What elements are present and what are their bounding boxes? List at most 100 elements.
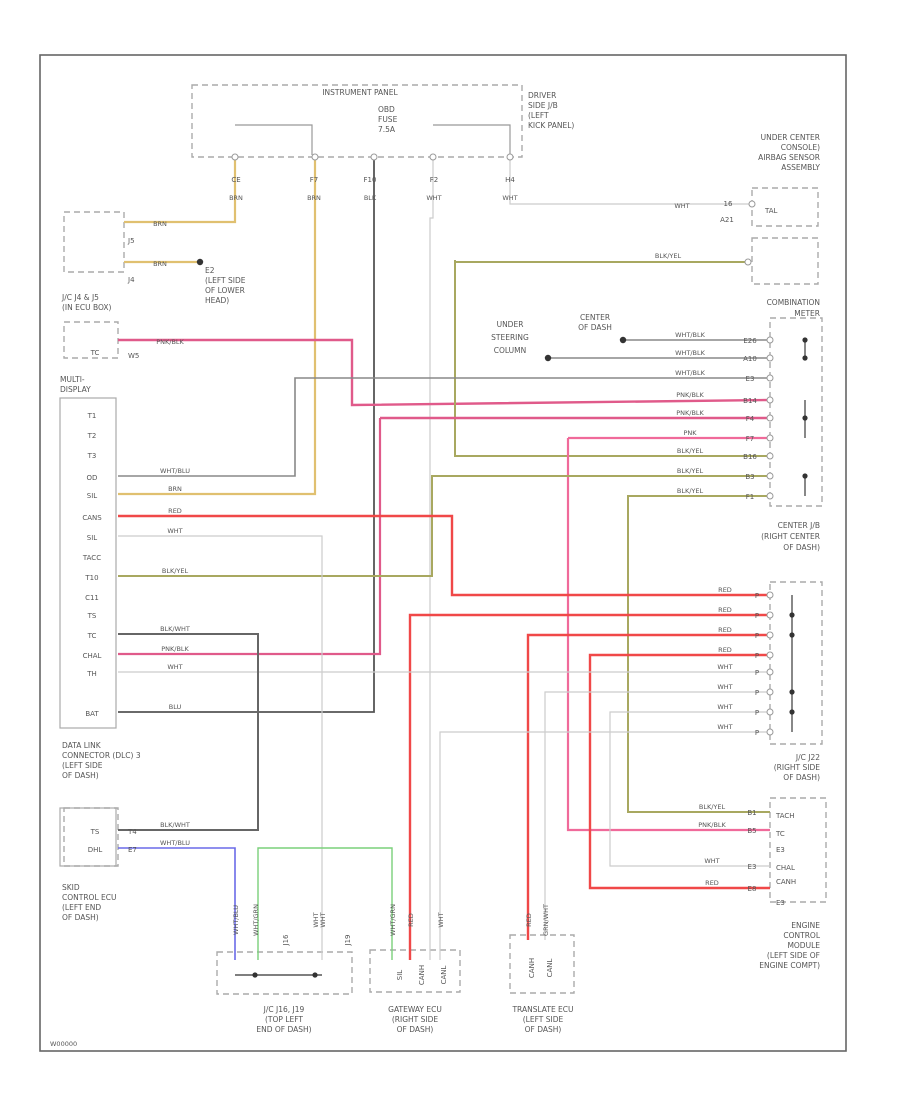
wire-brn-f7 <box>118 158 317 496</box>
translate-ecu-label: (LEFT SIDE <box>523 1015 564 1024</box>
under-steering-column-label: STEERING <box>491 333 529 342</box>
fuse-pin-label: F2 <box>430 176 438 184</box>
ecm-pin-label: E8 <box>748 885 757 893</box>
md-pin-label: SIL <box>87 534 98 542</box>
meter-pin-terminal <box>766 414 774 422</box>
meter-pin-label: A10 <box>743 355 757 363</box>
cj-pin-label: P <box>755 689 759 697</box>
md-wire-label: BLK/YEL <box>162 567 189 575</box>
ts-wire-label: PNK/BLK <box>156 338 184 346</box>
gateway-ecu-label: (RIGHT SIDE <box>392 1015 439 1024</box>
splice-dot <box>802 473 808 479</box>
meter-pin-terminal <box>766 434 774 442</box>
md-pin-label: BAT <box>85 710 99 718</box>
skid-ecu-label: OF DASH) <box>62 913 99 922</box>
under-steering-column-label: COLUMN <box>494 346 527 355</box>
cj-pin-terminal <box>766 668 774 676</box>
jc-j4-j5-label: (IN ECU BOX) <box>62 303 112 312</box>
bottom-wire-label: WHT <box>319 912 327 927</box>
wire-red-ecm <box>588 653 770 890</box>
wire-color-label: BRN <box>153 220 167 228</box>
ground-e2-label: (LEFT SIDE <box>205 276 246 285</box>
md-wire-label: BLU <box>169 703 182 711</box>
jc-j4-j5-label: J/C J4 & J5 <box>61 293 99 302</box>
ecm-pin-label: E3 <box>748 863 757 871</box>
under-steering-column-label: UNDER <box>497 320 524 329</box>
ecm-label: ENGINE COMPT) <box>759 961 820 970</box>
ecm-label: (LEFT SIDE OF <box>767 951 820 960</box>
wire-wht-cj-4 <box>439 731 770 960</box>
dlc3-label: CONNECTOR (DLC) 3 <box>62 751 141 760</box>
center-of-dash-label: CENTER <box>580 313 610 322</box>
ecm-term-label: E3 <box>776 899 785 907</box>
md-wire-label: WHT <box>167 663 182 671</box>
meter-wire-label: WHT/BLK <box>675 369 706 377</box>
bottom-wire-label: WHT/GRN <box>252 904 260 936</box>
bottom-wire-label: WHT/GRN <box>389 904 397 936</box>
cj-pin-terminal <box>766 611 774 619</box>
gateway-term-label: CANH <box>418 965 426 985</box>
skid-ecu-box <box>63 807 119 867</box>
wire-blkyel-tacc <box>118 475 770 577</box>
splice-dot <box>252 972 258 978</box>
doc-id-label: W00000 <box>50 1040 77 1048</box>
gateway-ecu-label: OF DASH) <box>397 1025 434 1034</box>
fuse-box-title: INSTRUMENT PANEL <box>322 88 398 97</box>
md-pin-label: T10 <box>84 574 98 582</box>
gateway-term-label: SIL <box>396 970 404 981</box>
wire-red-cans <box>118 514 770 597</box>
airbag-terminal <box>748 200 756 208</box>
wire-blu-skid <box>118 847 236 960</box>
bottom-wire-label: WHT/BLU <box>232 905 240 935</box>
meter-wire-label: BLK/YEL <box>677 487 704 495</box>
meter-wire-label: PNK <box>683 429 697 437</box>
splice-dot <box>789 689 795 695</box>
airbag-sensor-label: UNDER CENTER <box>761 133 820 142</box>
translate-ecu-label: OF DASH) <box>525 1025 562 1034</box>
md-wire-label: BLK/WHT <box>160 625 190 633</box>
combination-meter-label: METER <box>794 309 820 318</box>
meter-pin-terminal <box>766 452 774 460</box>
ecm-label: ENGINE <box>791 921 820 930</box>
cj-pin-label: P <box>755 669 759 677</box>
meter-pin-terminal <box>766 492 774 500</box>
wire-color-label: BRN <box>153 260 167 268</box>
jc-j22-label: (RIGHT SIDE <box>774 763 821 772</box>
airbag-terminal-label: TAL <box>764 207 778 215</box>
meter-wire-label: PNK/BLK <box>676 391 704 399</box>
fuse-wire-label: BLK <box>364 194 377 202</box>
md-pin-label: T1 <box>87 412 97 420</box>
md-pin-label: OD <box>87 474 98 482</box>
airbag-pin-label: 16 <box>724 200 733 208</box>
jc-pin-label: J4 <box>127 276 135 284</box>
translate-term-label: CANL <box>546 958 554 977</box>
cj-pin-label: P <box>755 632 759 640</box>
md-wire-label: PNK/BLK <box>161 645 189 653</box>
ecm-term-label: E3 <box>776 846 785 854</box>
airbag-terminal <box>744 258 752 266</box>
meter-pin-label: B3 <box>745 473 754 481</box>
ground-e2-label: OF LOWER <box>205 286 245 295</box>
meter-pin-label: B16 <box>743 453 757 461</box>
fuse-pin-label: H4 <box>505 176 515 184</box>
cj-pin-label: P <box>755 612 759 620</box>
meter-pin-terminal <box>766 472 774 480</box>
md-pin-label: T3 <box>87 452 97 460</box>
wire-whtblk-od <box>118 377 770 477</box>
fuse-pin-label: F10 <box>364 176 377 184</box>
splice-dot <box>789 612 795 618</box>
wire-red-gateway <box>408 613 770 960</box>
dlc3-box <box>59 807 117 867</box>
cj-pin-terminal <box>766 688 774 696</box>
cj-wire-label: RED <box>718 606 732 614</box>
cj-pin-label: P <box>755 709 759 717</box>
md-pin-label: CHAL <box>83 652 102 660</box>
ecm-wire-label: BLK/YEL <box>699 803 726 811</box>
dlc-wire-pin-label: E7 <box>128 846 137 854</box>
wire-pnkblk-tc <box>118 418 382 656</box>
ground-point <box>544 354 552 362</box>
ground-point <box>619 336 627 344</box>
meter-pin-label: E26 <box>743 337 757 345</box>
